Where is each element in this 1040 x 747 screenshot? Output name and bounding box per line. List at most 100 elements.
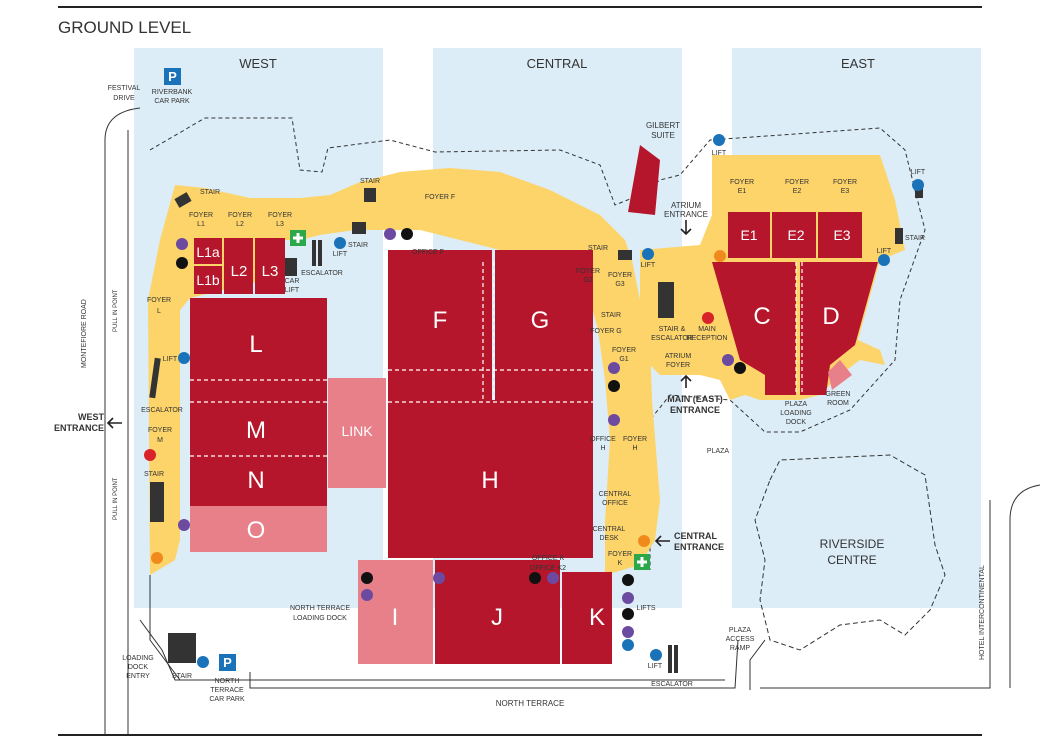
hall-E1[interactable]	[728, 212, 770, 258]
entrance-arrows	[106, 220, 692, 547]
stair-escalator-label: STAIR &ESCALATOR	[651, 326, 693, 342]
hall-label-I: I	[392, 604, 399, 631]
lift-label-5: LIFT	[712, 150, 727, 157]
hall-E2[interactable]	[772, 212, 816, 258]
hall-C[interactable]	[712, 262, 796, 395]
site-boundary	[149, 117, 926, 570]
stair-label-1: STAIR	[200, 189, 220, 196]
stair-label-7: STAIR	[905, 235, 925, 242]
plaza-label: PLAZA	[707, 448, 730, 455]
stair-label-4: STAIR	[588, 245, 608, 252]
green-room	[828, 360, 852, 390]
hall-E3[interactable]	[818, 212, 862, 258]
hall-N[interactable]	[190, 456, 327, 506]
hall-label-C: C	[753, 303, 770, 330]
office-f-label: OFFICE F	[412, 249, 444, 256]
escalator-label-2: ESCALATOR	[141, 407, 183, 414]
hall-label-LINK: LINK	[341, 423, 373, 439]
hall-F[interactable]	[388, 250, 492, 400]
hall-K[interactable]	[562, 572, 612, 664]
lift-label-2: LIFT	[163, 356, 178, 363]
svg-text:P: P	[168, 69, 177, 84]
gilbert-suite[interactable]	[628, 145, 660, 215]
parking-icon: P	[219, 654, 236, 671]
lift-label-3: LIFT	[641, 262, 656, 269]
hotel-intercontinental-label: HOTEL INTERCONTINENTAL	[979, 565, 986, 660]
foyer-f-label: FOYER F	[425, 194, 455, 201]
hall-label-E2: E2	[787, 227, 804, 243]
hall-label-F: F	[433, 307, 448, 334]
first-aid-icon	[634, 554, 650, 570]
hall-H[interactable]	[388, 400, 593, 558]
hall-G[interactable]	[495, 250, 593, 400]
hall-M[interactable]	[190, 398, 327, 456]
hall-L[interactable]	[190, 298, 327, 398]
hall-label-L1a: L1a	[196, 244, 220, 260]
hall-label-G: G	[531, 307, 550, 334]
hall-dividers	[190, 262, 803, 457]
hall-O[interactable]	[190, 506, 327, 552]
hall-L1b[interactable]	[194, 266, 222, 294]
lift-label-6: LIFT	[911, 169, 926, 176]
north-terrace-label: NORTH TERRACE	[496, 699, 565, 708]
hall-label-H: H	[481, 467, 498, 494]
hall-labels: L1a L1b L2 L3 L M N O LINK F G H I J K E…	[196, 227, 850, 631]
office-k-label: OFFICE K	[532, 555, 565, 562]
svg-text:P: P	[223, 655, 232, 670]
hall-label-M: M	[246, 417, 266, 444]
hall-label-O: O	[247, 517, 266, 544]
pull-in-point-label-1: PULL IN POINT	[113, 289, 119, 332]
hall-label-L: L	[249, 331, 262, 358]
lift-icon	[178, 134, 924, 668]
hall-label-E1: E1	[740, 227, 757, 243]
roads	[104, 107, 1040, 735]
stair-label-6: STAIR	[144, 471, 164, 478]
hall-D[interactable]	[800, 262, 878, 395]
hall-L3[interactable]	[255, 238, 285, 294]
hall-label-L1b: L1b	[196, 272, 220, 288]
office-k2-label: OFFICE K2	[530, 565, 566, 572]
hall-label-J: J	[491, 604, 503, 631]
escalator-label-1: ESCALATOR	[301, 270, 343, 277]
stair-label-3: STAIR	[348, 242, 368, 249]
hall-label-E3: E3	[833, 227, 850, 243]
hall-label-N: N	[247, 467, 264, 494]
foyer-g-label: FOYER G	[590, 328, 622, 335]
pull-in-point-label-2: PULL IN POINT	[113, 477, 119, 520]
lift-label-1: LIFT	[333, 251, 348, 258]
hall-L2[interactable]	[224, 238, 253, 294]
montefiore-road-label: MONTEFIORE ROAD	[81, 299, 88, 368]
toilet-icon	[176, 228, 734, 638]
hall-LINK[interactable]	[328, 378, 386, 488]
hall-L1a[interactable]	[194, 238, 222, 264]
zone-central-label: CENTRAL	[527, 56, 588, 71]
